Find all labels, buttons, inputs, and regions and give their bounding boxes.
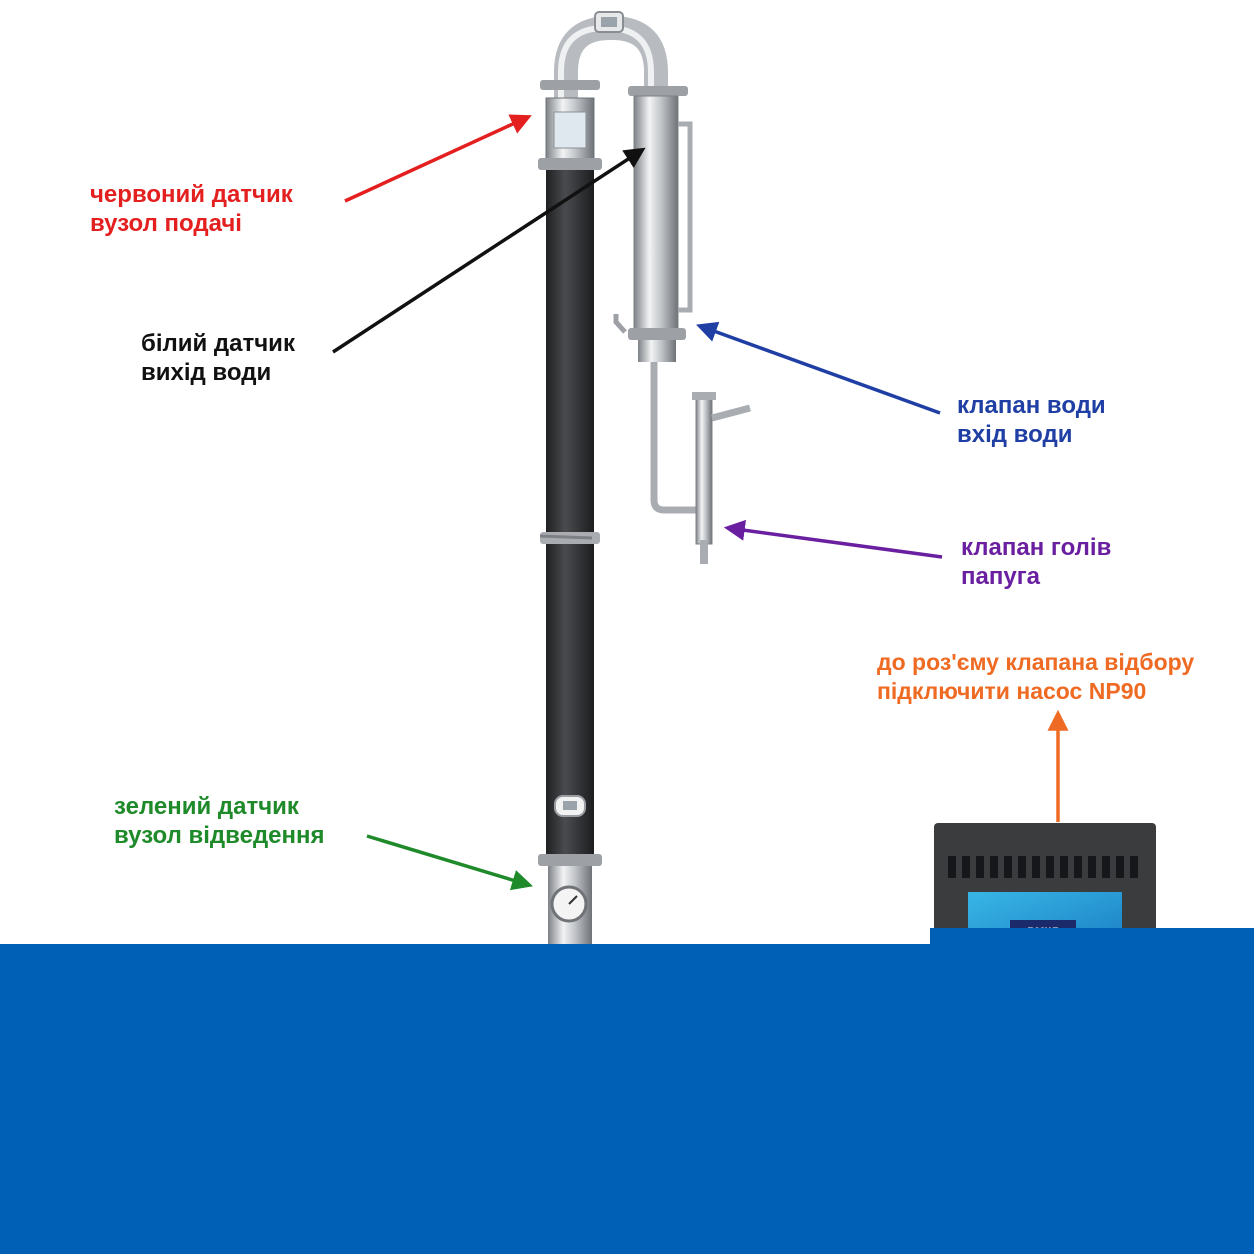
label-pump-connector: до роз'єму клапана відбору підключити на…: [877, 648, 1194, 706]
water-tap: [613, 314, 627, 334]
label-green-sensor: зелений датчик вузол відведення: [114, 792, 325, 850]
arrow-black: [332, 147, 646, 354]
label-blue-line2: вхід води: [957, 421, 1073, 448]
parrot: [695, 393, 713, 545]
label-water-valve: клапан води вхід води: [957, 391, 1106, 449]
label-red-line2: вузол подачі: [90, 210, 242, 237]
label-green-line2: вузол відведення: [114, 822, 325, 849]
label-blue-line1: клапан води: [957, 392, 1106, 419]
label-purple-line1: клапан голів: [961, 534, 1112, 561]
arrow-purple: [723, 519, 943, 559]
arrow-green: [366, 834, 534, 891]
label-heads-valve: клапан голів папуга: [961, 533, 1111, 591]
label-white-line2: вихід води: [141, 359, 272, 386]
label-orange-line1: до роз'єму клапана відбору: [877, 649, 1195, 675]
label-red-line1: червоний датчик: [90, 181, 293, 208]
label-purple-line2: папуга: [961, 563, 1041, 590]
bottom-blue-band-step: [930, 928, 1254, 946]
label-orange-line2: підключити насос NP90: [877, 678, 1147, 704]
arrow-blue: [696, 321, 941, 415]
bottom-blue-band: [0, 944, 1254, 1254]
label-white-line1: білий датчик: [141, 330, 295, 357]
dephlegmator: [613, 95, 751, 564]
arrow-red: [344, 114, 532, 203]
label-green-line1: зелений датчик: [114, 793, 299, 820]
label-white-sensor: білий датчик вихід води: [141, 329, 295, 387]
insulation-upper: [546, 170, 594, 536]
distillation-column: [538, 11, 688, 946]
label-red-sensor: червоний датчик вузол подачі: [90, 180, 293, 238]
